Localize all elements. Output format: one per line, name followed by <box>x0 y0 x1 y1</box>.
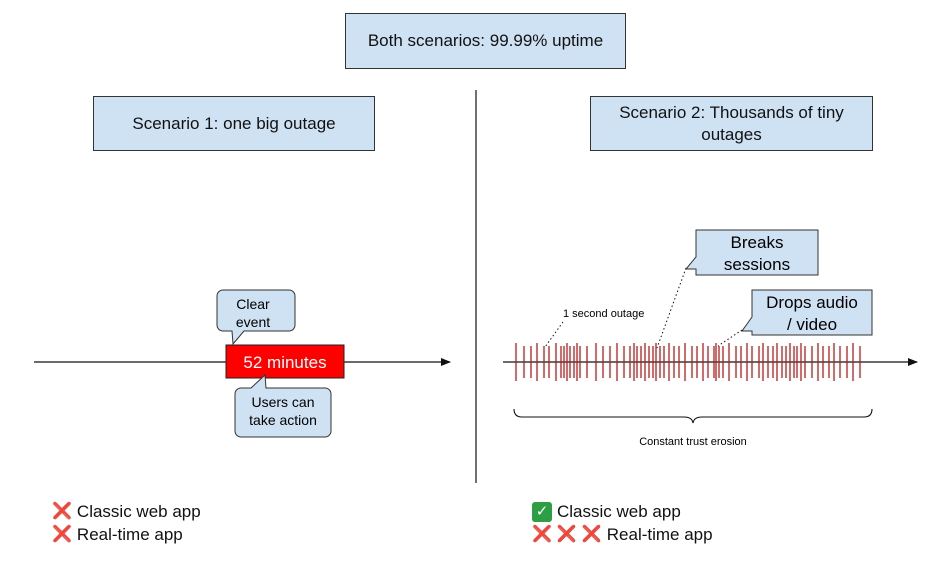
scenario1-result-realtime: ❌ Real-time app <box>52 523 201 546</box>
scenario2-results: ✓ Classic web app ❌ ❌ ❌ Real-time app <box>532 500 713 546</box>
callout-clear-line2: event <box>236 314 270 330</box>
brace-label: Constant trust erosion <box>639 436 747 448</box>
scenario2-result-realtime: ❌ ❌ ❌ Real-time app <box>532 523 713 546</box>
callout-users-action: Users can take action <box>234 373 332 438</box>
drops-av-leader <box>717 329 743 347</box>
callout-breaks-line2: sessions <box>724 255 790 274</box>
page-title: Both scenarios: 99.99% uptime <box>367 31 604 50</box>
scenario2-title-line1: Scenario 2: Thousands of tiny <box>619 102 844 122</box>
scenario1-title-box: Scenario 1: one big outage <box>93 96 375 151</box>
check-mark-icon: ✓ <box>532 501 552 522</box>
scenario2-result-classic-label: Classic web app <box>557 502 681 521</box>
scenario2-title-box: Scenario 2: Thousands of tiny outages <box>590 96 873 151</box>
scenario2-title-line2: outages <box>701 124 762 144</box>
callout-drops-line1: Drops audio <box>766 293 858 312</box>
outage-block: 52 minutes <box>225 344 345 379</box>
scenario1-result-realtime-label: Real-time app <box>76 525 183 544</box>
one-second-outage-label: 1 second outage <box>563 308 644 320</box>
cross-mark-icon: ❌ <box>52 526 72 543</box>
callout-drops-line2: / video <box>787 315 837 334</box>
callout-clear-line1: Clear <box>236 296 270 312</box>
callout-breaks-sessions: Breaks sessions <box>684 229 819 276</box>
cross-mark-icon: ❌ <box>581 526 602 543</box>
scenario1-result-classic-label: Classic web app <box>76 502 201 521</box>
callout-clear-event: Clear event <box>216 289 296 346</box>
cross-mark-icon: ❌ <box>556 526 577 543</box>
callout-users-line2: take action <box>249 412 317 428</box>
erosion-brace <box>513 408 873 424</box>
scenario1-result-classic: ❌ Classic web app <box>52 500 201 523</box>
header-box: Both scenarios: 99.99% uptime <box>345 13 626 69</box>
cross-mark-icon: ❌ <box>52 503 72 520</box>
scenario2-result-realtime-label: Real-time app <box>606 525 713 544</box>
callout-users-line1: Users can <box>251 394 314 410</box>
scenario1-results: ❌ Classic web app ❌ Real-time app <box>52 500 201 546</box>
outage-duration-label: 52 minutes <box>243 353 326 372</box>
outage-ticks <box>515 343 861 381</box>
outage-note-leader <box>544 321 564 348</box>
scenario2-result-classic: ✓ Classic web app <box>532 500 713 523</box>
callout-breaks-line1: Breaks <box>731 233 784 252</box>
scenario1-title: Scenario 1: one big outage <box>132 113 336 133</box>
callout-drops-av: Drops audio / video <box>741 289 873 336</box>
cross-mark-icon: ❌ <box>532 526 552 543</box>
breaks-sessions-leader <box>656 267 687 349</box>
